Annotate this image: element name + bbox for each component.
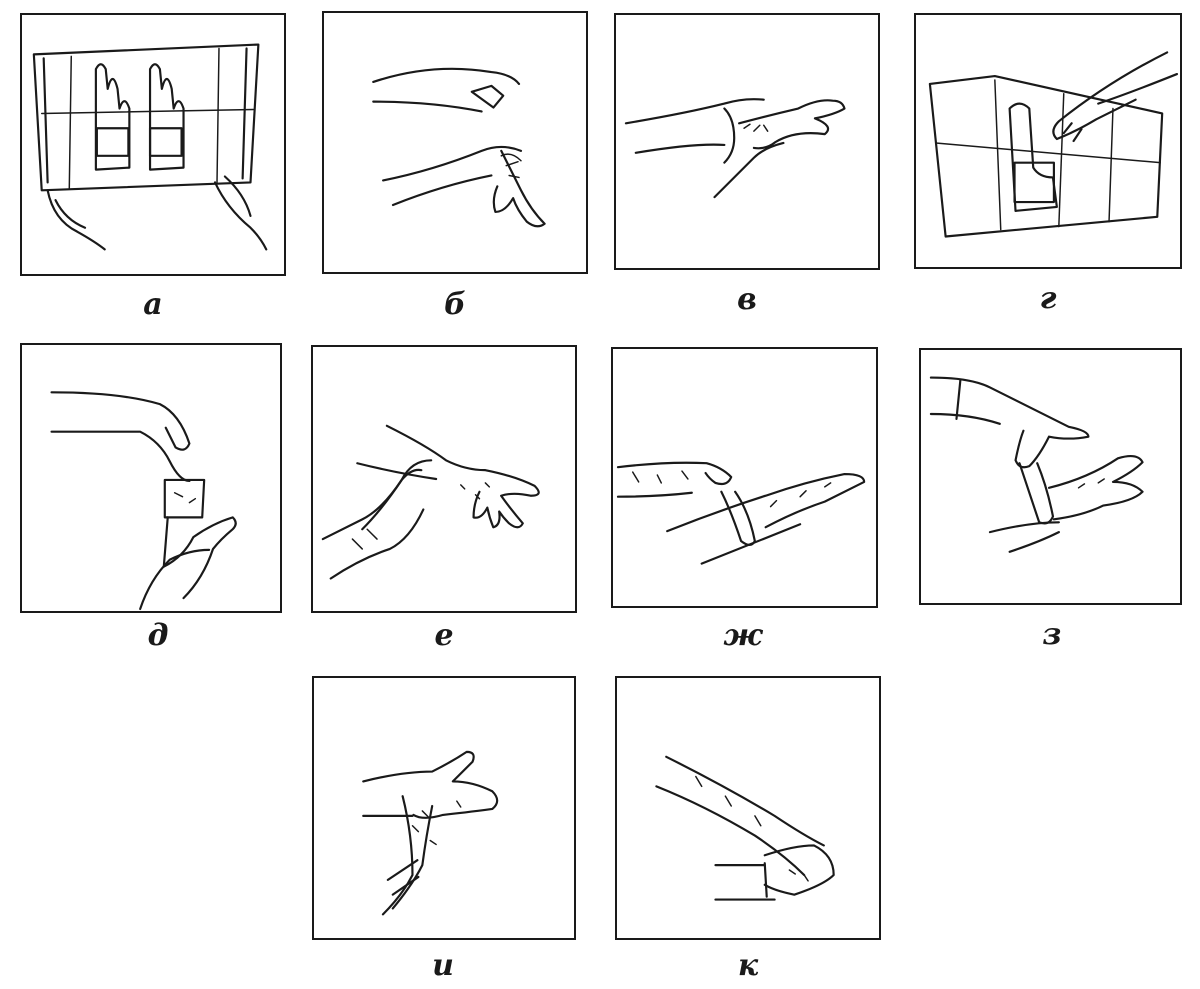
label-b: б (444, 287, 466, 322)
label-v: в (737, 282, 757, 317)
glove-grip-cuff-icon (372, 67, 546, 228)
label-zh: ж (723, 618, 763, 653)
glove-pull-on-icon (624, 98, 846, 199)
label-z: з (1042, 617, 1062, 652)
gloved-hand-insert-icon (321, 424, 540, 580)
label-d: д (147, 618, 169, 653)
glove-roll-cuff-icon (929, 376, 1144, 553)
panel-k (615, 676, 881, 940)
panel-d (20, 343, 282, 613)
label-i: и (432, 948, 454, 983)
panel-e (311, 345, 577, 613)
panel-a (20, 13, 286, 276)
panel-v (614, 13, 880, 270)
label-g: г (1039, 281, 1057, 316)
glove-take-second-icon (928, 51, 1179, 238)
panel-b (322, 11, 588, 274)
panel-z (919, 348, 1182, 605)
label-a: а (143, 287, 163, 322)
glove-stretch-cuff-icon (616, 461, 866, 565)
panel-i (312, 676, 576, 940)
gloves-on-sleeve-icon (655, 755, 835, 901)
label-k: к (737, 948, 759, 983)
glove-package-open-icon (32, 43, 268, 251)
gloves-adjust-fingers-icon (362, 750, 499, 916)
label-e: е (434, 618, 454, 653)
glove-lift-icon (50, 391, 237, 611)
panel-zh (611, 347, 878, 608)
panel-g (914, 13, 1182, 269)
